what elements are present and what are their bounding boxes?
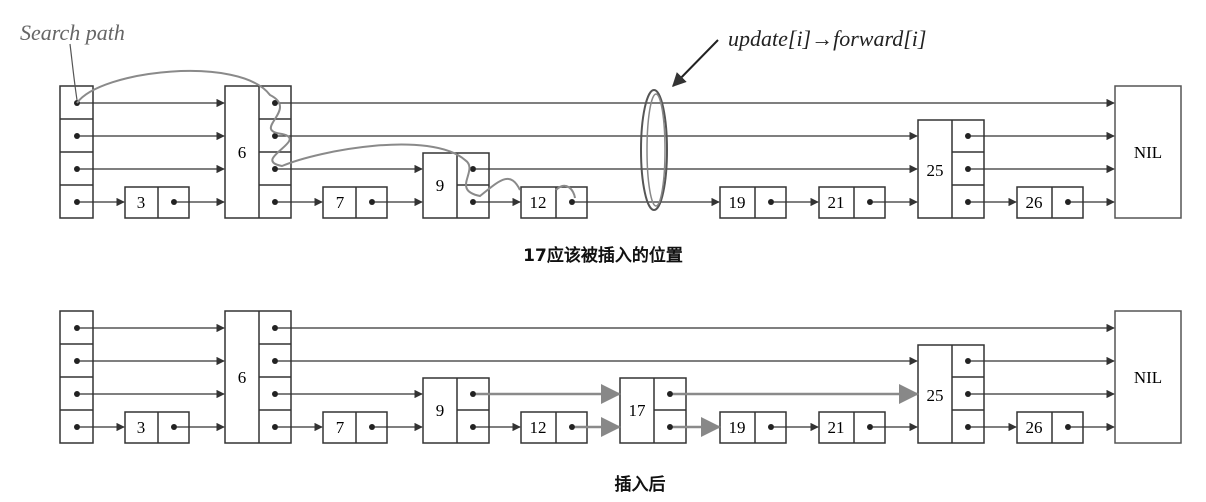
node-26: 26 <box>1016 186 1084 219</box>
node-key: 25 <box>927 386 944 405</box>
node-9: 9 <box>422 152 490 219</box>
forward-pointers <box>80 98 1115 207</box>
skip-list-after: 3 6 7 9 <box>59 310 1182 495</box>
node-key: 17 <box>629 401 647 420</box>
nil-node: NIL <box>1114 310 1182 444</box>
nil-label: NIL <box>1134 368 1162 387</box>
node-key: 6 <box>238 143 247 162</box>
node-6: 6 <box>224 85 292 219</box>
node-key: 21 <box>828 193 845 212</box>
search-path-pointer <box>69 43 78 101</box>
nil-node: NIL <box>1114 85 1182 219</box>
caption-after: 插入后 <box>615 474 666 495</box>
updated-pointers <box>476 384 919 437</box>
node-key: 21 <box>828 418 845 437</box>
search-path-label: Search path <box>20 20 125 45</box>
node-key: 9 <box>436 176 445 195</box>
node-key: 26 <box>1026 418 1043 437</box>
caption-before: 17应该被插入的位置 <box>523 245 683 266</box>
node-key: 19 <box>729 418 746 437</box>
update-ellipse <box>640 89 668 211</box>
node-25: 25 <box>917 119 985 219</box>
node-key: 12 <box>530 418 547 437</box>
node-key: 25 <box>927 161 944 180</box>
nil-label: NIL <box>1134 143 1162 162</box>
header-node <box>59 310 94 444</box>
node-17: 17 <box>619 377 687 444</box>
search-path-curve <box>76 69 576 199</box>
node-key: 9 <box>436 401 445 420</box>
node-key: 3 <box>137 193 146 212</box>
forward-pointers <box>80 323 1115 432</box>
update-label-arrow <box>672 39 719 88</box>
node-key: 3 <box>137 418 146 437</box>
node-key: 6 <box>238 368 247 387</box>
update-forward-label: update[i]→forward[i] <box>728 26 926 51</box>
node-key: 7 <box>336 193 345 212</box>
node-key: 12 <box>530 193 547 212</box>
node-9: 9 <box>422 377 490 444</box>
header-node <box>59 85 94 219</box>
node-key: 26 <box>1026 193 1043 212</box>
node-key: 7 <box>336 418 345 437</box>
node-26: 26 <box>1016 411 1084 444</box>
node-6: 6 <box>224 310 292 444</box>
skip-list-before: 3 6 7 9 <box>20 20 1182 266</box>
node-key: 19 <box>729 193 746 212</box>
